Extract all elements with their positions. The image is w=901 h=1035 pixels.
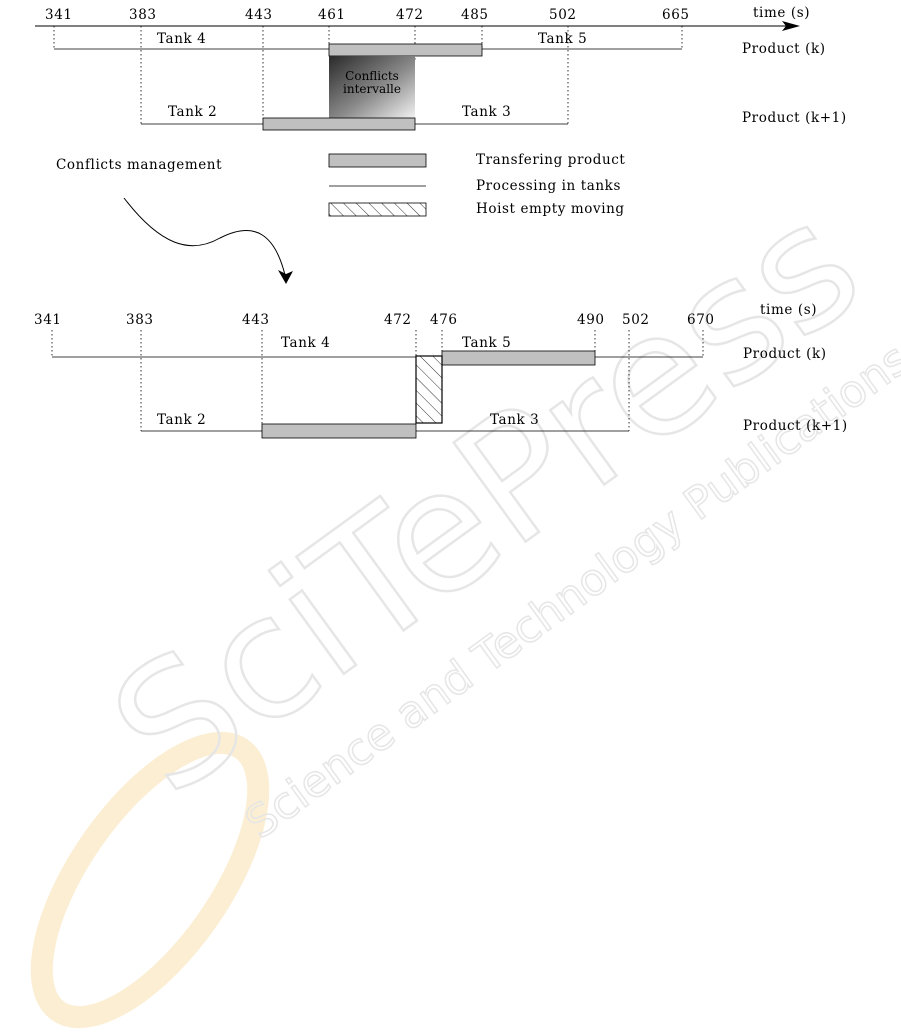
bottom-tank5-label: Tank 5 — [462, 335, 511, 351]
arrow-head-icon — [278, 270, 293, 284]
bottom-tick: 502 — [622, 312, 650, 328]
top-tick: 472 — [396, 7, 424, 23]
conflict-interval — [329, 56, 415, 118]
bottom-tank2-label: Tank 2 — [157, 412, 206, 428]
watermark: SciTePress Science and Technology Public… — [30, 164, 901, 1029]
watermark-logo-icon — [30, 731, 270, 1029]
top-tick: 485 — [461, 7, 489, 23]
top-tick: 341 — [45, 7, 73, 23]
top-tick: 443 — [245, 7, 273, 23]
top-tank2-label: Tank 2 — [168, 104, 217, 120]
bottom-time-label: time (s) — [760, 302, 817, 318]
bottom-tick: 476 — [430, 312, 458, 328]
legend-processing-label: Processing in tanks — [476, 178, 621, 194]
top-axis-arrow-icon — [782, 21, 800, 31]
watermark-title: SciTePress — [78, 165, 893, 832]
top-tick: 665 — [662, 7, 690, 23]
bottom-tick: 670 — [687, 312, 715, 328]
bottom-tank3-label: Tank 3 — [490, 412, 539, 428]
curved-arrow — [123, 197, 286, 276]
top-time-label: time (s) — [753, 5, 810, 21]
bottom-tick: 341 — [34, 312, 62, 328]
top-tick: 461 — [318, 7, 346, 23]
top-k1-transfer-bar — [262, 117, 416, 131]
legend-transfer-swatch — [328, 153, 427, 168]
legend-transfer-label: Transfering product — [476, 152, 625, 168]
top-gantt: time (s) 341 383 443 461 472 485 502 665… — [35, 5, 847, 131]
bottom-tick: 383 — [126, 312, 154, 328]
hoist-empty-moving-bar — [415, 355, 443, 424]
legend-hoist-swatch — [328, 202, 427, 217]
conflicts-management-heading: Conflicts management — [56, 157, 222, 173]
top-tick: 383 — [129, 7, 157, 23]
conflict-label-2: intervalle — [343, 82, 401, 96]
top-k-transfer-bar — [328, 43, 483, 57]
bottom-tick: 443 — [242, 312, 270, 328]
top-product-k-label: Product (k) — [742, 41, 826, 57]
bottom-tank4-label: Tank 4 — [281, 335, 330, 351]
bottom-product-k-label: Product (k) — [743, 346, 827, 362]
top-tank5-label: Tank 5 — [538, 31, 587, 47]
bottom-product-k1-label: Product (k+1) — [743, 418, 848, 434]
conflict-label-1: Conflicts — [345, 69, 399, 83]
top-tick: 502 — [549, 7, 577, 23]
bottom-gantt: time (s) 341 383 443 472 476 490 502 670… — [34, 302, 848, 439]
top-tank3-label: Tank 3 — [462, 104, 511, 120]
top-tank4-label: Tank 4 — [157, 31, 206, 47]
bottom-k-transfer-bar — [441, 350, 596, 366]
top-product-k1-label: Product (k+1) — [742, 110, 847, 126]
bottom-tick: 472 — [384, 312, 412, 328]
bottom-k1-transfer-bar — [261, 423, 417, 439]
bottom-tick: 490 — [577, 312, 605, 328]
legend: Conflicts management Transfering product… — [56, 152, 625, 284]
legend-hoist-label: Hoist empty moving — [476, 201, 625, 217]
